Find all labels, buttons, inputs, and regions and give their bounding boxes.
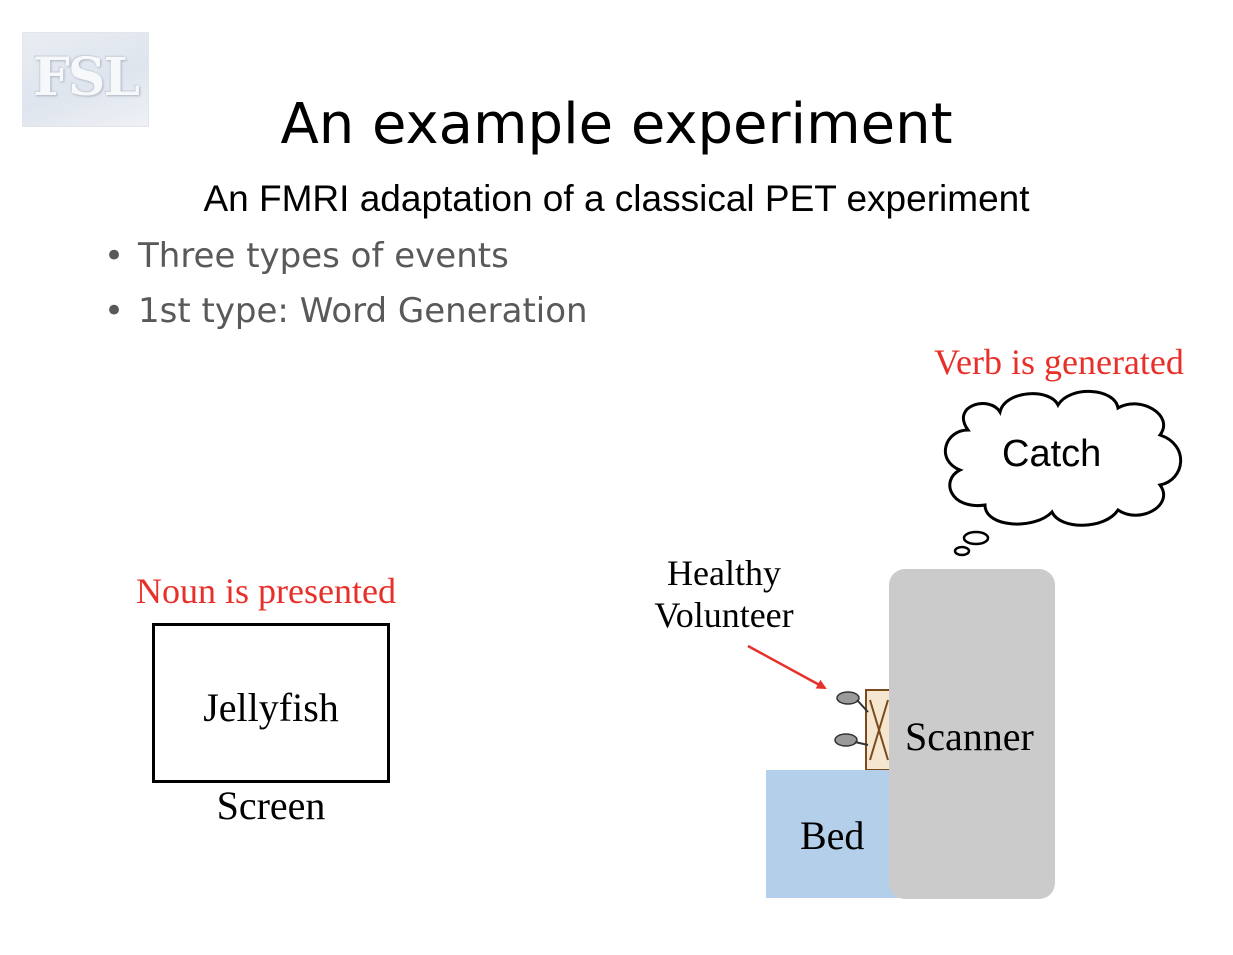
thought-word: Catch	[1002, 433, 1102, 475]
volunteer-label-line1: Healthy	[667, 553, 781, 593]
screen-label: Screen	[216, 783, 326, 828]
verb-caption: Verb is generated	[934, 342, 1184, 382]
bullet-item: • Three types of events	[104, 232, 588, 287]
bed-block: Bed	[766, 770, 902, 898]
volunteer-arrow-icon	[747, 644, 827, 690]
volunteer-label: Healthy Volunteer	[640, 552, 808, 636]
noun-caption: Noun is presented	[136, 571, 396, 611]
bullet-dot-icon: •	[104, 236, 125, 276]
bed-label: Bed	[800, 813, 865, 858]
logo-text: FSL	[32, 47, 140, 108]
slide-subtitle: An FMRI adaptation of a classical PET ex…	[203, 178, 1030, 219]
screen-word: Jellyfish	[203, 685, 339, 730]
slide-title: An example experiment	[280, 92, 953, 157]
bullet-text: Three types of events	[138, 236, 509, 276]
bullet-dot-icon: •	[104, 291, 125, 331]
thought-bubble-icon	[962, 530, 990, 546]
volunteer-label-line2: Volunteer	[654, 595, 794, 635]
screen-box: Jellyfish	[152, 623, 390, 783]
scanner-block: Scanner	[889, 569, 1055, 899]
thought-bubble-icon	[953, 545, 971, 557]
bullet-list: • Three types of events • 1st type: Word G…	[104, 232, 588, 342]
bullet-item: • 1st type: Word Generation	[104, 287, 588, 342]
volunteer-icon	[834, 689, 893, 771]
fsl-logo: FSL	[22, 32, 149, 127]
bullet-text: 1st type: Word Generation	[138, 291, 588, 331]
thought-cloud-icon	[943, 390, 1183, 527]
scanner-label: Scanner	[905, 714, 1034, 759]
